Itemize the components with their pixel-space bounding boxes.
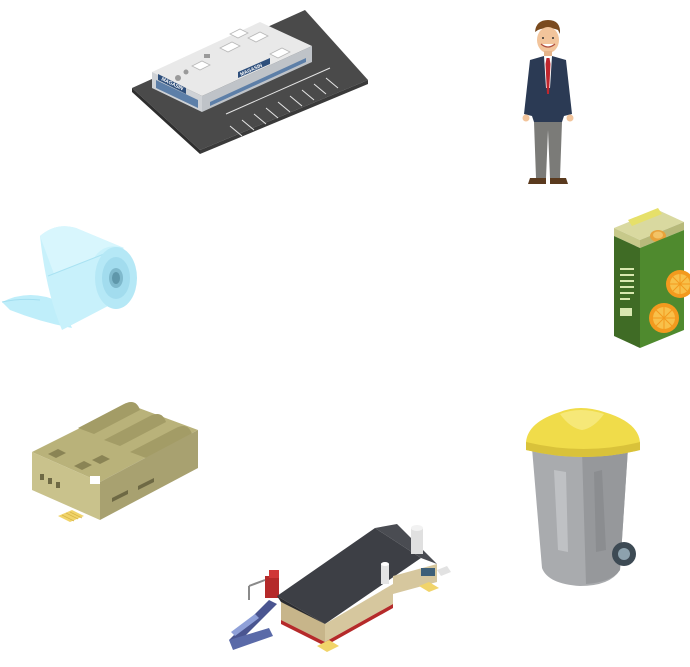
recycling-bin-illustration bbox=[520, 400, 648, 590]
store-illustration: MAGASIN MAGASIN bbox=[130, 8, 370, 154]
warehouse-illustration bbox=[28, 388, 203, 528]
paper-mill-illustration bbox=[225, 520, 457, 660]
juice-carton-illustration bbox=[610, 208, 690, 353]
man-illustration bbox=[518, 18, 580, 188]
paper-roll-illustration bbox=[0, 218, 142, 338]
